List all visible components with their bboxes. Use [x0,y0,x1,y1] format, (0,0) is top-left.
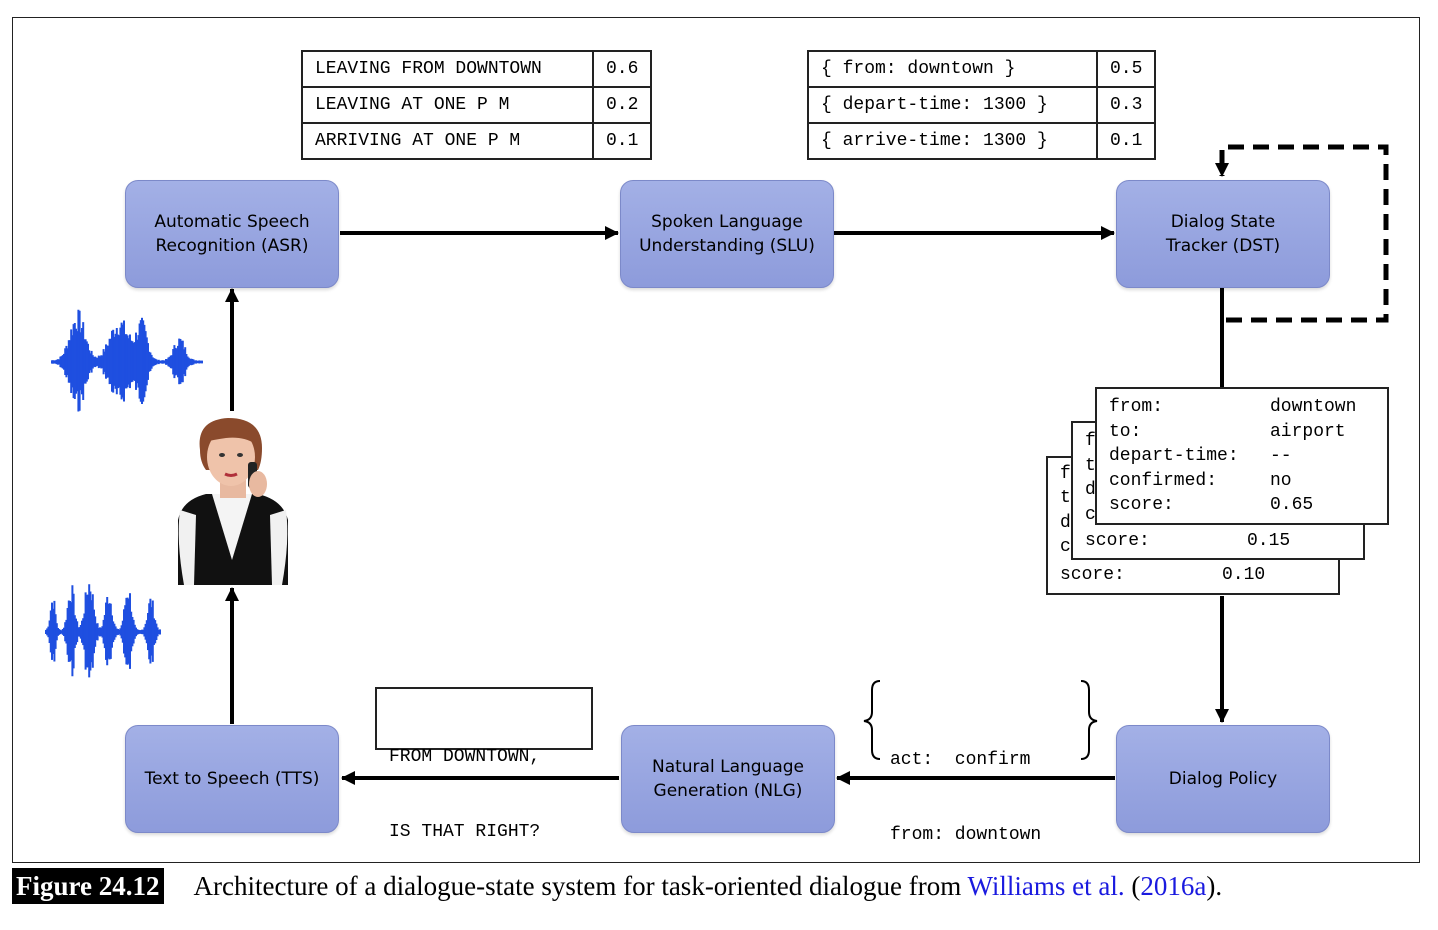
hypothesis-text: { arrive-time: 1300 } [807,122,1098,160]
right-brace [1080,680,1098,760]
policy-module: Dialog Policy [1116,725,1330,833]
peek-letter: c [1085,505,1096,525]
table-row: { arrive-time: 1300 }0.1 [807,122,1157,160]
figure-frame [12,17,1420,863]
policy-act-line2: from: downtown [890,825,1042,845]
state-value: 0.65 [1270,495,1314,515]
citation-open: ( [1124,871,1141,901]
state-key: confirmed: [1109,471,1218,491]
citation-author-link[interactable]: Williams et al. [967,871,1125,901]
figure-caption: Figure 24.12 Architecture of a dialogue-s… [12,868,1432,904]
hypothesis-text: ARRIVING AT ONE P M [301,122,594,160]
table-row: { from: downtown }0.5 [807,50,1157,88]
hypothesis-text: { depart-time: 1300 } [807,86,1098,124]
state-key: to: [1109,422,1142,442]
dst-label-line2: Tracker (DST) [1165,236,1281,256]
asr-label-line1: Automatic Speech [154,212,310,232]
state-score-key: score: [1085,529,1150,554]
peek-letter: c [1060,537,1071,557]
utterance-line2: IS THAT RIGHT? [389,822,541,842]
hypothesis-score: 0.6 [591,50,653,88]
hypothesis-text: LEAVING AT ONE P M [301,86,594,124]
state-value: airport [1270,422,1346,442]
slu-label-line2: Understanding (SLU) [639,236,815,256]
table-row: { depart-time: 1300 }0.3 [807,86,1157,124]
hypothesis-score: 0.1 [1095,122,1157,160]
hypothesis-score: 0.5 [1095,50,1157,88]
state-value: no [1270,471,1292,491]
peek-letter: t [1085,456,1096,476]
peek-letter: f [1060,464,1071,484]
tts-module: Text to Speech (TTS) [125,725,339,833]
state-key: depart-time: [1109,446,1239,466]
policy-label: Dialog Policy [1168,769,1278,789]
system-utterance-box: FROM DOWNTOWN, IS THAT RIGHT? [375,687,593,842]
citation-close: ). [1206,871,1223,901]
nlg-label-line2: Generation (NLG) [653,781,803,801]
utterance-line1: FROM DOWNTOWN, [389,747,541,767]
dst-feedback-loop [1215,144,1389,323]
left-brace [863,680,881,760]
nlg-label-line1: Natural Language [651,757,804,777]
asr-label-line2: Recognition (ASR) [155,236,309,256]
figure-label: Figure 24.12 [12,868,164,904]
policy-act-line1: act: confirm [890,750,1031,770]
state-value: -- [1270,446,1292,466]
hypothesis-score: 0.2 [591,86,653,124]
hypothesis-score: 0.3 [1095,86,1157,124]
state-key: score: [1109,495,1174,515]
peek-letter: d [1060,513,1071,533]
hypothesis-text: LEAVING FROM DOWNTOWN [301,50,594,88]
person-on-phone-icon [175,413,289,585]
slu-label-line1: Spoken Language [651,212,803,232]
peek-letter: d [1085,480,1096,500]
state-score-value: 0.10 [1222,565,1266,585]
state-score-value: 0.15 [1247,531,1291,551]
peek-letter: t [1060,488,1071,508]
slu-hypotheses-table: { from: downtown }0.5 { depart-time: 130… [807,50,1157,160]
state-score-key: score: [1060,563,1125,588]
hypothesis-text: { from: downtown } [807,50,1098,88]
waveform-icon [51,309,203,412]
peek-letter: f [1085,431,1096,451]
tts-label: Text to Speech (TTS) [144,769,320,789]
hypothesis-score: 0.1 [591,122,653,160]
caption-text: Architecture of a dialogue-state system … [193,871,968,901]
waveform-icon [45,584,161,678]
policy-act: act: confirm from: downtown [890,698,1041,873]
dst-label-line1: Dialog State [1170,212,1276,232]
dialog-state-card-front: from: downtown to: airport depart-time: … [1095,387,1389,525]
state-value: downtown [1270,397,1357,417]
state-key: from: [1109,397,1164,417]
citation-year-link[interactable]: 2016a [1140,871,1207,901]
